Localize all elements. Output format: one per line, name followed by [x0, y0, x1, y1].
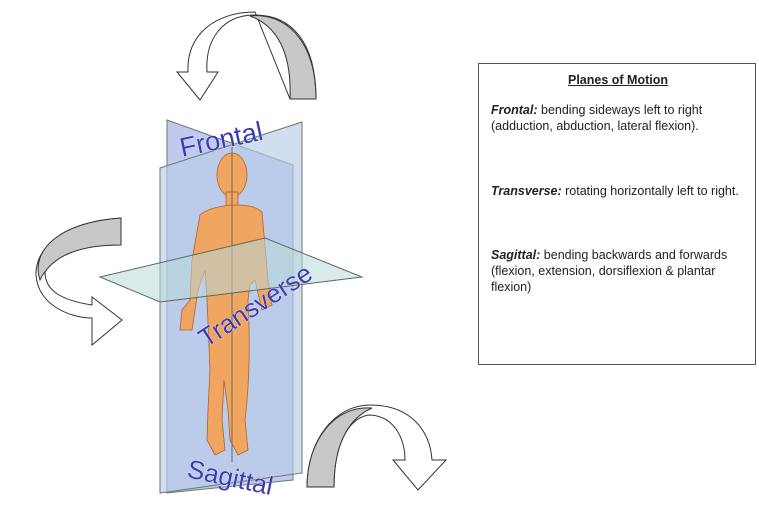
infobox-title: Planes of Motion [568, 73, 668, 87]
frontal-entry: Frontal: bending sideways left to right … [491, 102, 745, 134]
frontal-rotation-arrow-icon [175, 11, 317, 101]
transverse-plane [98, 237, 364, 303]
planes-of-motion-diagram: Frontal Transverse Sagittal [35, 11, 448, 501]
sagittal-term: Sagittal: [491, 248, 541, 262]
frontal-description: bending sideways left to right (adductio… [491, 103, 703, 133]
sagittal-rotation-arrow-icon [306, 404, 448, 491]
transverse-rotation-arrow-icon [35, 217, 123, 347]
transverse-description: rotating horizontally left to right. [561, 184, 739, 198]
sagittal-description: bending backwards and forwards (flexion,… [491, 248, 728, 294]
transverse-term: Transverse: [491, 184, 562, 198]
transverse-entry: Transverse: rotating horizontally left t… [491, 183, 745, 199]
frontal-term: Frontal: [491, 103, 538, 117]
planes-of-motion-infobox: Planes of Motion Frontal: bending sidewa… [478, 63, 756, 365]
sagittal-entry: Sagittal: bending backwards and forwards… [491, 247, 745, 295]
